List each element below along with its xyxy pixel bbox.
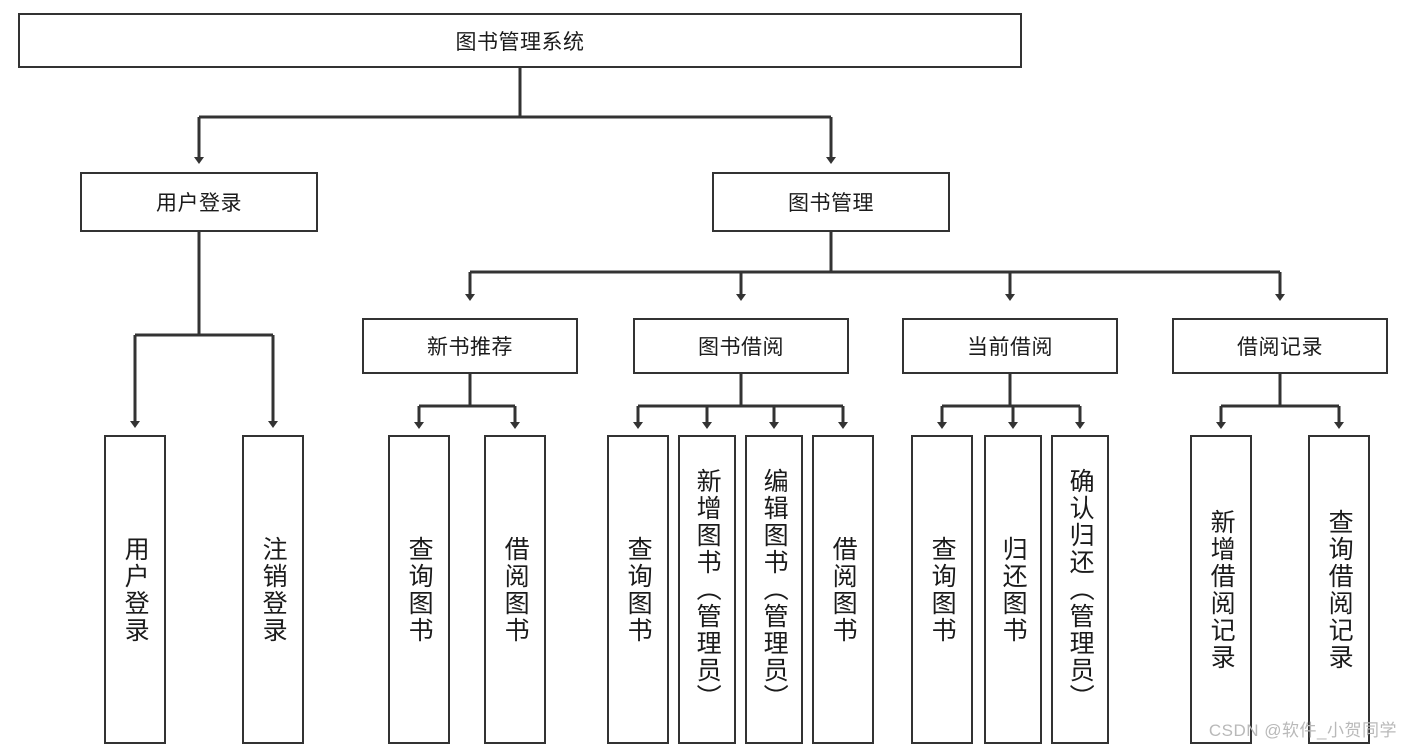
- node-current-borrow[interactable]: 当前借阅: [902, 318, 1118, 374]
- leaf-return-book[interactable]: 归还图书: [984, 435, 1042, 744]
- watermark: CSDN @软件_小贺同学: [1208, 721, 1397, 740]
- node-label: 编辑图书（管理员）: [760, 468, 789, 711]
- node-new-book-recommend[interactable]: 新书推荐: [362, 318, 578, 374]
- leaf-add-borrow-record[interactable]: 新增借阅记录: [1190, 435, 1252, 744]
- node-label: 用户登录: [156, 192, 242, 215]
- node-label: 归还图书: [999, 535, 1028, 644]
- node-book-borrow[interactable]: 图书借阅: [633, 318, 849, 374]
- node-label: 查询图书: [405, 535, 434, 644]
- node-label: 新增借阅记录: [1207, 508, 1236, 671]
- node-label: 新书推荐: [427, 336, 513, 359]
- node-label: 当前借阅: [967, 336, 1053, 359]
- leaf-query-book-borrow[interactable]: 查询图书: [607, 435, 669, 744]
- leaf-add-book-admin[interactable]: 新增图书（管理员）: [678, 435, 736, 744]
- leaf-confirm-return-admin[interactable]: 确认归还（管理员）: [1051, 435, 1109, 744]
- node-user-login[interactable]: 用户登录: [80, 172, 318, 232]
- leaf-user-login[interactable]: 用户登录: [104, 435, 166, 744]
- node-borrow-record[interactable]: 借阅记录: [1172, 318, 1388, 374]
- leaf-logout[interactable]: 注销登录: [242, 435, 304, 744]
- node-book-management[interactable]: 图书管理: [712, 172, 950, 232]
- leaf-query-book-recommend[interactable]: 查询图书: [388, 435, 450, 744]
- node-label: 用户登录: [121, 535, 150, 644]
- node-label: 借阅记录: [1237, 336, 1323, 359]
- leaf-edit-book-admin[interactable]: 编辑图书（管理员）: [745, 435, 803, 744]
- node-label: 借阅图书: [501, 535, 530, 644]
- leaf-borrow-book-recommend[interactable]: 借阅图书: [484, 435, 546, 744]
- node-label: 图书管理: [788, 192, 874, 215]
- node-label: 图书借阅: [698, 336, 784, 359]
- leaf-query-book-current[interactable]: 查询图书: [911, 435, 973, 744]
- node-label: 查询借阅记录: [1325, 508, 1354, 671]
- node-label: 图书管理系统: [455, 30, 585, 54]
- node-label: 确认归还（管理员）: [1066, 468, 1095, 711]
- node-root[interactable]: 图书管理系统: [18, 13, 1022, 68]
- node-label: 新增图书（管理员）: [693, 468, 722, 711]
- node-label: 借阅图书: [829, 535, 858, 644]
- node-label: 注销登录: [259, 535, 288, 644]
- node-label: 查询图书: [624, 535, 653, 644]
- leaf-query-borrow-record[interactable]: 查询借阅记录: [1308, 435, 1370, 744]
- leaf-borrow-book[interactable]: 借阅图书: [812, 435, 874, 744]
- node-label: 查询图书: [928, 535, 957, 644]
